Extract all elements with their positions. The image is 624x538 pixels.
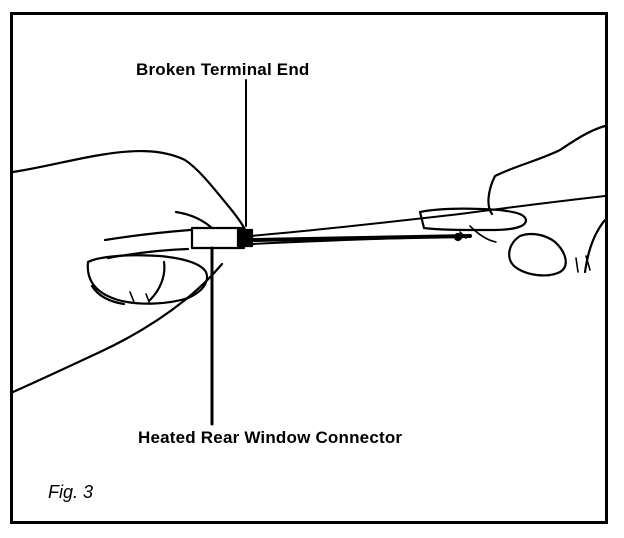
label-broken-terminal-end: Broken Terminal End — [136, 60, 310, 79]
left-fingers — [86, 210, 216, 306]
figure-caption: Fig. 3 — [48, 482, 94, 502]
label-heated-rear-window-connector: Heated Rear Window Connector — [138, 428, 403, 447]
figure-border — [10, 12, 608, 524]
right-hand — [418, 124, 607, 277]
heated-rear-window-connector — [190, 226, 246, 250]
left-hand — [11, 150, 248, 394]
